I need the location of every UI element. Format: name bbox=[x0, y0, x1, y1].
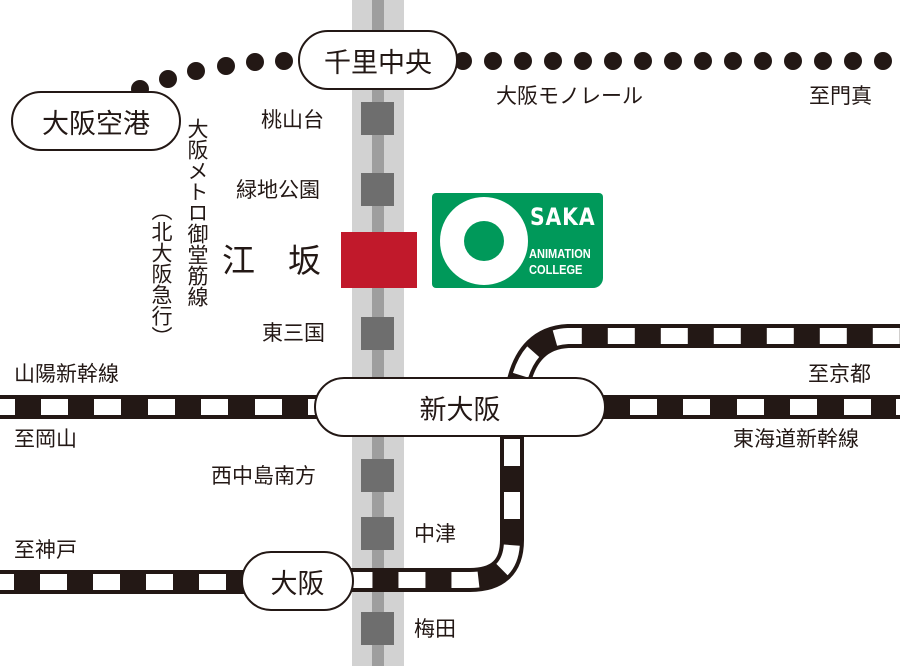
station-marker-higashi-mikuni bbox=[361, 317, 394, 350]
tokaido-shinkansen-line bbox=[600, 395, 900, 419]
station-marker-umeda bbox=[361, 612, 394, 645]
jr-kobe-line bbox=[0, 570, 250, 594]
tokaido-shinkansen-label: 東海道新幹線 bbox=[733, 427, 859, 451]
station-osaka[interactable]: 大阪 bbox=[241, 551, 354, 611]
station-senri-chuo[interactable]: 千里中央 bbox=[298, 30, 458, 90]
station-marker-nakatsu bbox=[361, 517, 394, 550]
station-shin-osaka-label: 新大阪 bbox=[419, 394, 501, 426]
to-okayama-label: 至岡山 bbox=[14, 427, 77, 451]
station-osaka-airport[interactable]: 大阪空港 bbox=[11, 91, 181, 151]
station-marker-esaka bbox=[341, 232, 417, 288]
station-higashi-mikuni-label: 東三国 bbox=[262, 321, 325, 345]
kita-osaka-kyuko-label: （北大阪急行） bbox=[149, 200, 173, 347]
to-kadoma-label: 至門真 bbox=[809, 84, 872, 108]
station-umeda-label: 梅田 bbox=[414, 617, 456, 641]
station-senri-chuo-label: 千里中央 bbox=[324, 47, 432, 79]
jr-kyoto-line bbox=[506, 324, 900, 388]
logo-animation-text: ANIMATION bbox=[529, 246, 591, 261]
logo-saka-text: SAKA bbox=[530, 203, 596, 231]
sanyo-shinkansen-line bbox=[0, 395, 320, 419]
station-momoyamadai-label: 桃山台 bbox=[261, 108, 324, 132]
to-kyoto-label: 至京都 bbox=[808, 362, 871, 386]
station-osaka-label: 大阪 bbox=[270, 568, 325, 600]
station-marker-nishinakajima bbox=[361, 459, 394, 492]
station-esaka-label: 江 坂 bbox=[222, 241, 321, 280]
monorail-line bbox=[131, 52, 892, 98]
station-ryokuchi-koen-label: 緑地公園 bbox=[236, 178, 320, 202]
osaka-animation-college-logo[interactable]: SAKA ANIMATION COLLEGE bbox=[432, 193, 603, 288]
jr-loop-line bbox=[340, 435, 524, 592]
sanyo-shinkansen-label: 山陽新幹線 bbox=[14, 362, 119, 386]
station-marker-ryokuchi-koen bbox=[361, 173, 394, 206]
logo-college-text: COLLEGE bbox=[529, 262, 583, 277]
station-shin-osaka[interactable]: 新大阪 bbox=[314, 377, 606, 437]
midosuji-line-label: 大阪メトロ御堂筋線 bbox=[185, 118, 209, 307]
logo-o-ring-icon bbox=[440, 197, 528, 285]
station-nakatsu-label: 中津 bbox=[414, 522, 456, 546]
station-osaka-airport-label: 大阪空港 bbox=[42, 108, 150, 140]
monorail-line-label: 大阪モノレール bbox=[496, 84, 643, 108]
station-nishinakajima-label: 西中島南方 bbox=[211, 464, 316, 488]
station-marker-momoyamadai bbox=[361, 102, 394, 135]
to-kobe-label: 至神戸 bbox=[14, 538, 77, 562]
